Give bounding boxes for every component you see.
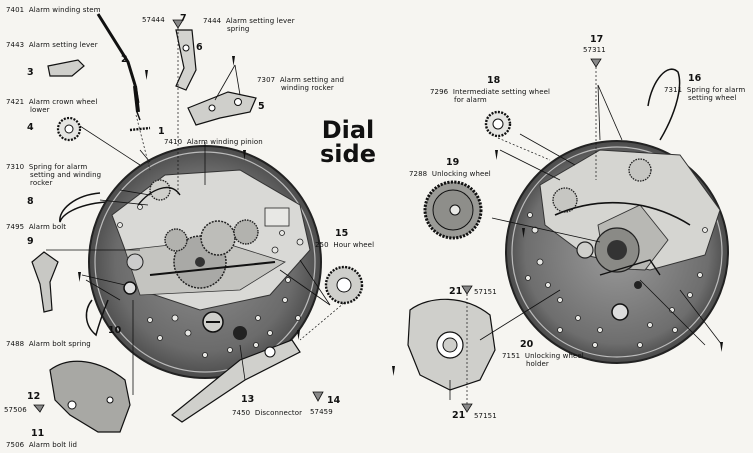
- num-10: 10: [108, 325, 122, 336]
- left-gear-c: [233, 219, 259, 245]
- label-57444: 57444: [142, 16, 165, 24]
- left-movement: [88, 145, 322, 379]
- rocker-spring: [59, 192, 106, 223]
- label-57151-top: 57151: [474, 288, 497, 296]
- num-21-bottom: 21: [452, 410, 466, 421]
- label-7488: 7488 Alarm bolt spring: [6, 340, 91, 348]
- num-2: 2: [121, 54, 128, 65]
- leader-lines: [46, 64, 723, 400]
- alarm-bolt-spring: [85, 299, 109, 337]
- screw-57459: [312, 391, 324, 402]
- label-7401: 7401 Alarm winding stem: [6, 6, 101, 14]
- alarm-setting-lever: [47, 59, 85, 77]
- left-center-pinion: [195, 257, 205, 267]
- label-57506: 57506: [4, 406, 27, 414]
- label-250: 250 Hour wheel: [315, 241, 375, 249]
- disconnector: [171, 339, 301, 423]
- alarm-setting-winding-rocker: [187, 91, 257, 126]
- num-14: 14: [327, 395, 341, 406]
- exploded-parts-right: [407, 58, 681, 413]
- num-9: 9: [27, 236, 34, 247]
- screw-57506: [33, 404, 45, 413]
- alarm-winding-stem: [96, 13, 140, 104]
- label-7495: 7495 Alarm bolt: [6, 223, 67, 231]
- right-gear-a: [552, 187, 578, 213]
- num-8: 8: [27, 196, 34, 207]
- alarm-bolt: [31, 251, 59, 313]
- num-5: 5: [258, 101, 265, 112]
- title-line-2: side: [320, 140, 376, 168]
- num-20: 20: [520, 339, 534, 350]
- num-4: 4: [27, 122, 34, 133]
- right-movement: [505, 140, 729, 364]
- alarm-bolt-lid: [49, 360, 131, 433]
- num-17: 17: [590, 34, 604, 45]
- pins: [78, 56, 723, 376]
- left-plate-holes: [117, 204, 304, 358]
- num-3: 3: [27, 67, 34, 78]
- exploded-parts-left: [31, 13, 364, 433]
- num-13: 13: [241, 394, 255, 405]
- label-57311: 57311: [583, 46, 606, 54]
- right-jewel: [611, 303, 629, 321]
- dial-side-title: Dial side: [318, 118, 378, 166]
- num-7: 7: [180, 13, 187, 24]
- label-7443: 7443 Alarm setting lever: [6, 41, 98, 49]
- alarm-setting-lever-spring: [175, 29, 197, 91]
- label-7506: 7506 Alarm bolt lid: [6, 441, 78, 449]
- num-21-top: 21: [449, 286, 463, 297]
- left-dark-jewel: [233, 326, 247, 340]
- num-1: 1: [158, 126, 165, 137]
- num-19: 19: [446, 157, 460, 168]
- num-6: 6: [196, 42, 203, 53]
- num-16: 16: [688, 73, 702, 84]
- num-11: 11: [31, 428, 45, 439]
- label-7450: 7450 Disconnector: [232, 409, 303, 417]
- num-15: 15: [335, 228, 349, 239]
- left-bolt-screw: [123, 281, 137, 295]
- left-gear-d: [164, 228, 188, 252]
- alarm-winding-pinion: [129, 126, 151, 132]
- left-gear-e: [149, 179, 171, 201]
- left-gear-b: [200, 220, 236, 256]
- num-18: 18: [487, 75, 501, 86]
- label-57459: 57459: [310, 408, 333, 416]
- axis-lines: [135, 28, 597, 405]
- num-12: 12: [27, 391, 41, 402]
- label-7410: 7410 Alarm winding pinion: [164, 138, 263, 146]
- title-line-1: Dial: [321, 116, 375, 144]
- right-plate-holes: [525, 212, 708, 348]
- right-gear-c: [576, 241, 594, 259]
- label-7288: 7288 Unlocking wheel: [409, 170, 491, 178]
- alarm-setting-wheel-spring: [647, 68, 681, 141]
- right-gear-b: [628, 158, 652, 182]
- label-57151-bottom: 57151: [474, 412, 497, 420]
